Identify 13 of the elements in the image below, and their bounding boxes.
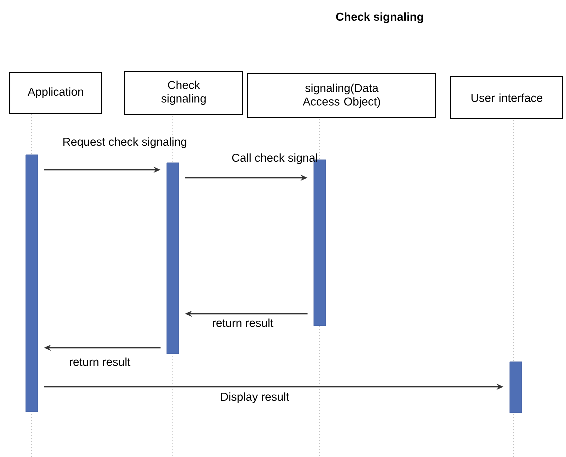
edge-label: Display result	[221, 392, 290, 404]
lifeline-header-box: User interface	[450, 76, 564, 120]
edge-label: return result	[70, 358, 131, 366]
activation-bar	[166, 162, 180, 354]
edge-label: Request check signaling	[64, 138, 187, 148]
edge-label: Call check signal	[232, 154, 318, 164]
title: Check signaling	[336, 12, 424, 24]
activation-bar	[26, 154, 38, 412]
lifeline-header-box: Check signaling	[124, 71, 244, 115]
activation-bar	[510, 362, 522, 414]
lifeline-header-box: Application	[10, 72, 102, 114]
edge-label: return result	[213, 318, 274, 328]
lifeline-header-box: signaling(Data Access Object)	[248, 74, 436, 118]
